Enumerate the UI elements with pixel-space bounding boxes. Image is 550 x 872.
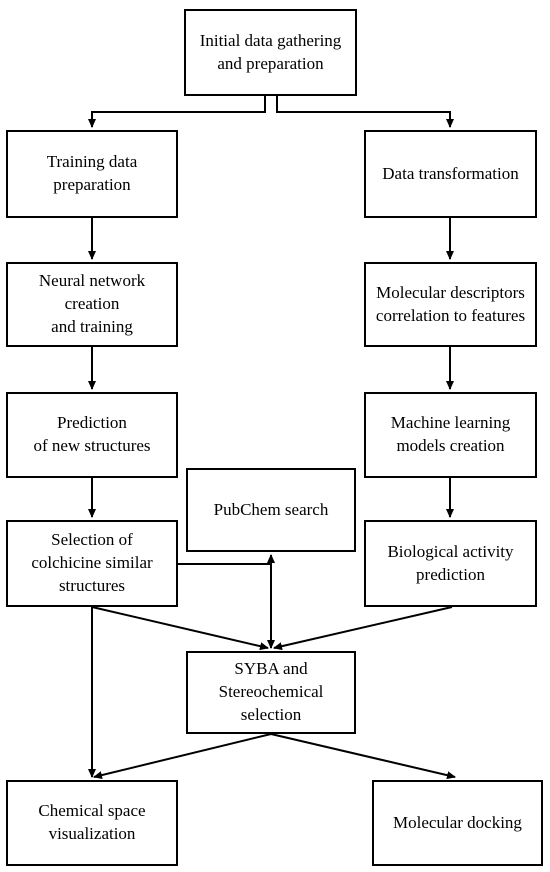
node-chemical-space-visualization: Chemical space visualization (6, 780, 178, 866)
arrow-syba-to-docking (270, 733, 456, 780)
node-syba-stereochemical: SYBA and Stereochemical selection (186, 651, 356, 734)
node-data-transformation: Data transformation (364, 130, 537, 218)
node-training-data-preparation-label: Training data preparation (46, 152, 138, 194)
node-chemical-space-visualization-label: Chemical space visualization (38, 801, 146, 843)
node-training-data-preparation: Training data preparation (6, 130, 178, 218)
node-prediction-new-structures: Prediction of new structures (6, 392, 178, 478)
arrow-initial-to-training-prep (88, 96, 266, 128)
node-neural-network-creation-label: Neural network creation and training (38, 271, 146, 336)
node-machine-learning-models-label: Machine learning models creation (390, 413, 511, 455)
node-molecular-docking: Molecular docking (372, 780, 543, 866)
node-pubchem-search-label: PubChem search (213, 499, 329, 519)
node-prediction-new-structures-label: Prediction of new structures (33, 413, 151, 455)
node-molecular-descriptors: Molecular descriptors correlation to fea… (364, 262, 537, 347)
node-initial-data-gathering: Initial data gathering and preparation (184, 9, 357, 96)
node-machine-learning-models: Machine learning models creation (364, 392, 537, 478)
node-selection-colchicine-label: Selection of colchicine similar structur… (31, 530, 153, 595)
node-molecular-descriptors-label: Molecular descriptors correlation to fea… (375, 282, 526, 325)
arrow-initial-to-data-transform (276, 96, 454, 128)
node-selection-colchicine: Selection of colchicine similar structur… (6, 520, 178, 607)
node-neural-network-creation: Neural network creation and training (6, 262, 178, 347)
node-initial-data-gathering-label: Initial data gathering and preparation (199, 30, 342, 73)
node-data-transformation-label: Data transformation (382, 163, 519, 183)
arrow-selection-to-pubchem (178, 554, 275, 565)
node-biological-activity-prediction-label: Biological activity prediction (387, 541, 514, 584)
node-pubchem-search: PubChem search (186, 468, 356, 552)
arrow-bio-activity-to-syba (273, 606, 453, 651)
arrow-selection-to-syba (91, 606, 269, 651)
arrow-syba-to-chem-space (93, 733, 272, 779)
node-biological-activity-prediction: Biological activity prediction (364, 520, 537, 607)
node-molecular-docking-label: Molecular docking (393, 812, 522, 832)
node-syba-stereochemical-label: SYBA and Stereochemical selection (218, 659, 324, 724)
